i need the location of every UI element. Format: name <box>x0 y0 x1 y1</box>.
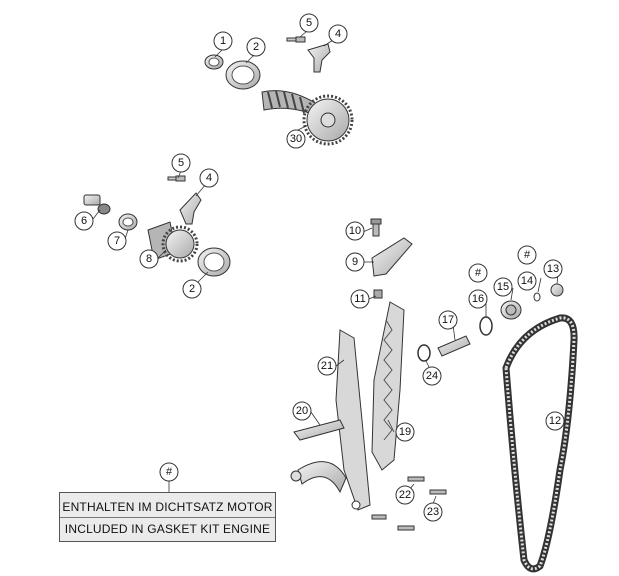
bearing-2-middle <box>197 247 231 277</box>
svg-text:2: 2 <box>253 41 259 53</box>
sensor-6 <box>83 194 111 215</box>
svg-text:17: 17 <box>442 314 454 326</box>
svg-text:8: 8 <box>146 253 152 265</box>
svg-text:22: 22 <box>399 489 411 501</box>
callout-14-hash: # <box>517 245 537 265</box>
screw-13 <box>550 283 564 297</box>
guide-rail-21 <box>335 329 371 511</box>
tensioner-plunger-17 <box>437 335 471 357</box>
svg-text:1: 1 <box>220 35 226 47</box>
callout-19: 19 <box>395 422 415 442</box>
legend-line-english: INCLUDED IN GASKET KIT ENGINE <box>64 522 271 536</box>
retainer-4-upper <box>307 43 331 73</box>
callout-30: 30 <box>286 129 306 149</box>
callout-17: 17 <box>438 310 458 330</box>
callout-14: 14 <box>517 271 537 291</box>
callout-20: 20 <box>292 401 312 421</box>
callout-22: 22 <box>395 485 415 505</box>
callout-1: 1 <box>213 31 233 51</box>
callout-2-upper: 2 <box>246 37 266 57</box>
svg-text:5: 5 <box>178 157 184 169</box>
callout-24: 24 <box>422 366 442 386</box>
svg-text:23: 23 <box>427 506 439 518</box>
guide-rail-19 <box>371 301 405 471</box>
callout-7: 7 <box>107 231 127 251</box>
oring-24 <box>417 344 431 362</box>
callout-15: 15 <box>493 277 513 297</box>
svg-text:10: 10 <box>349 225 361 237</box>
callout-6: 6 <box>74 211 94 231</box>
bearing-2-upper <box>225 60 261 90</box>
svg-text:12: 12 <box>549 415 561 427</box>
svg-text:#: # <box>166 466 173 478</box>
callout-4-middle: 4 <box>199 168 219 188</box>
callout-16-hash: # <box>468 263 488 283</box>
callout-4-upper: 4 <box>328 24 348 44</box>
callout-5-upper: 5 <box>299 13 319 33</box>
callout-13: 13 <box>543 259 563 279</box>
camshaft-30 <box>261 90 354 146</box>
svg-text:13: 13 <box>547 263 559 275</box>
svg-text:4: 4 <box>206 172 212 184</box>
callout-21: 21 <box>317 356 337 376</box>
screw-5-middle <box>167 175 186 182</box>
timing-chain-12 <box>502 314 578 573</box>
svg-text:15: 15 <box>497 281 509 293</box>
plug-15 <box>500 300 522 320</box>
svg-text:7: 7 <box>114 235 120 247</box>
bolts-22-23 <box>371 476 447 531</box>
svg-text:16: 16 <box>472 293 484 305</box>
callout-legend-hash: # <box>159 462 179 482</box>
tensioner-lever-9 <box>371 237 413 277</box>
svg-text:19: 19 <box>399 426 411 438</box>
bolt-11 <box>373 289 383 299</box>
bearing-7 <box>118 213 138 231</box>
callout-8: 8 <box>139 249 159 269</box>
screw-5-upper <box>286 36 306 43</box>
bearing-shell-1 <box>204 54 224 70</box>
camshaft-8 <box>147 221 199 263</box>
svg-text:6: 6 <box>81 215 87 227</box>
callout-10: 10 <box>345 221 365 241</box>
svg-text:21: 21 <box>321 360 333 372</box>
oring-16 <box>479 316 493 336</box>
svg-text:2: 2 <box>189 283 195 295</box>
guide-20 <box>290 419 347 494</box>
svg-text:24: 24 <box>426 370 438 382</box>
svg-text:30: 30 <box>290 133 302 145</box>
svg-text:#: # <box>475 267 482 279</box>
callout-23: 23 <box>423 502 443 522</box>
svg-text:9: 9 <box>352 256 358 268</box>
legend-line-german: ENTHALTEN IM DICHTSATZ MOTOR <box>62 500 273 514</box>
washer-14 <box>533 292 541 302</box>
callout-5-middle: 5 <box>171 153 191 173</box>
svg-text:4: 4 <box>335 28 341 40</box>
svg-text:5: 5 <box>306 17 312 29</box>
gasket-kit-legend: ENTHALTEN IM DICHTSATZ MOTOR INCLUDED IN… <box>59 492 276 542</box>
svg-text:11: 11 <box>354 293 365 305</box>
svg-text:14: 14 <box>521 275 533 287</box>
callout-2-middle: 2 <box>182 279 202 299</box>
callout-11: 11 <box>350 289 370 309</box>
svg-text:20: 20 <box>296 405 308 417</box>
svg-text:#: # <box>524 249 531 261</box>
callout-16: 16 <box>468 289 488 309</box>
retainer-4-middle <box>179 192 202 225</box>
callout-12: 12 <box>545 411 565 431</box>
legend-divider <box>60 517 275 518</box>
bolt-10 <box>370 218 382 237</box>
callout-9: 9 <box>345 252 365 272</box>
